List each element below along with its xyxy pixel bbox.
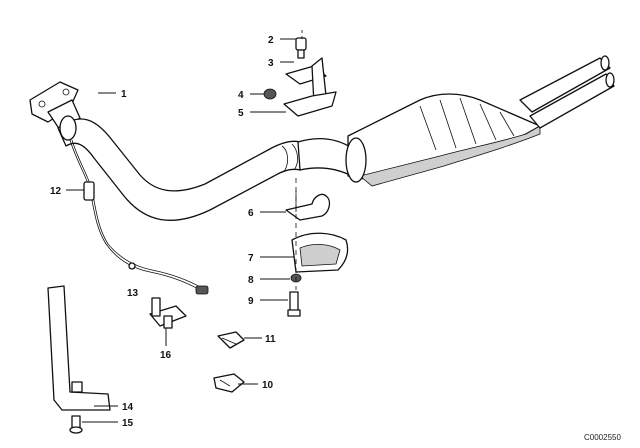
callout-14: 14 — [122, 402, 134, 413]
lower-clamp — [285, 190, 331, 221]
heat-shield — [291, 232, 349, 273]
oxygen-sensor-cable — [69, 139, 209, 295]
rear-twin-pipes — [519, 55, 615, 129]
callout-15: 15 — [122, 418, 134, 429]
bracket-16 — [149, 297, 187, 329]
callout-4: 4 — [238, 90, 244, 101]
support-bracket — [47, 285, 111, 411]
callout-7: 7 — [248, 253, 254, 264]
callout-11: 11 — [265, 334, 276, 345]
callout-8: 8 — [248, 275, 254, 286]
clip-11 — [217, 331, 245, 349]
hanger-bracket-upper — [263, 37, 337, 117]
callout-10: 10 — [262, 380, 274, 391]
front-exhaust-pipe — [57, 115, 301, 221]
callout-16: 16 — [160, 350, 172, 361]
diagram-reference-code: C0002550 — [584, 433, 621, 442]
clip-10 — [213, 373, 245, 393]
catalytic-converter — [297, 93, 541, 187]
callout-3: 3 — [268, 58, 274, 69]
callout-1: 1 — [121, 89, 127, 100]
bolt — [287, 291, 301, 317]
bolt-15 — [69, 415, 83, 434]
callout-5: 5 — [238, 108, 244, 119]
callout-12: 12 — [50, 186, 62, 197]
callout-6: 6 — [248, 208, 254, 219]
callout-9: 9 — [248, 296, 254, 307]
callout-13: 13 — [127, 288, 139, 299]
callout-2: 2 — [268, 35, 274, 46]
